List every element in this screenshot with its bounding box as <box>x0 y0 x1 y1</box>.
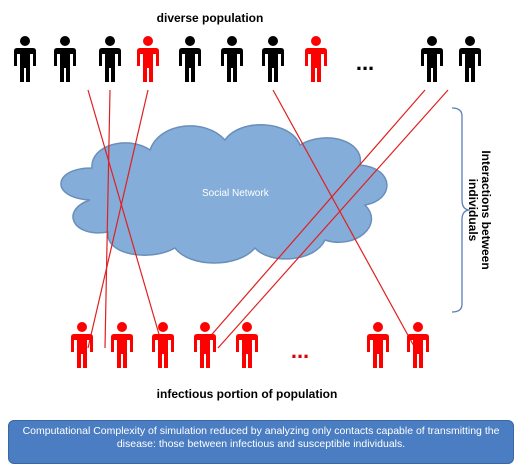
interactions-brace <box>451 107 471 313</box>
person-susceptible <box>99 36 121 82</box>
summary-note: Computational Complexity of simulation r… <box>8 420 514 464</box>
link-line <box>217 89 449 349</box>
link-line <box>87 89 149 349</box>
interaction-lines <box>87 89 449 349</box>
top-population-row <box>14 36 481 82</box>
person-infectious <box>71 322 93 368</box>
person-infectious <box>305 36 327 82</box>
link-line <box>87 89 164 349</box>
top-label: diverse population <box>157 11 264 25</box>
brace-label-line2: individuals <box>466 179 480 242</box>
person-susceptible <box>54 36 76 82</box>
link-line <box>199 89 426 349</box>
bottom-ellipsis: ... <box>291 338 309 363</box>
person-susceptible <box>14 36 36 82</box>
person-susceptible <box>221 36 243 82</box>
link-line <box>104 89 111 349</box>
person-infectious <box>111 322 133 368</box>
bottom-label: infectious portion of population <box>157 387 338 401</box>
social-network-cloud: Social Network <box>60 124 388 264</box>
brace-label-line1: Interactions between <box>479 150 493 269</box>
person-infectious <box>194 322 216 368</box>
link-line <box>272 89 416 349</box>
person-susceptible <box>459 36 481 82</box>
person-susceptible <box>179 36 201 82</box>
top-ellipsis: ... <box>356 50 374 75</box>
cloud-label: Social Network <box>202 188 270 199</box>
person-infectious <box>367 322 389 368</box>
person-infectious <box>137 36 159 82</box>
person-infectious <box>152 322 174 368</box>
person-infectious <box>236 322 258 368</box>
person-susceptible <box>421 36 443 82</box>
summary-note-text: Computational Complexity of simulation r… <box>22 425 500 450</box>
bottom-infectious-row <box>71 322 429 368</box>
brace-label-group: Interactions between individuals <box>466 150 493 269</box>
person-susceptible <box>262 36 284 82</box>
person-infectious <box>407 322 429 368</box>
